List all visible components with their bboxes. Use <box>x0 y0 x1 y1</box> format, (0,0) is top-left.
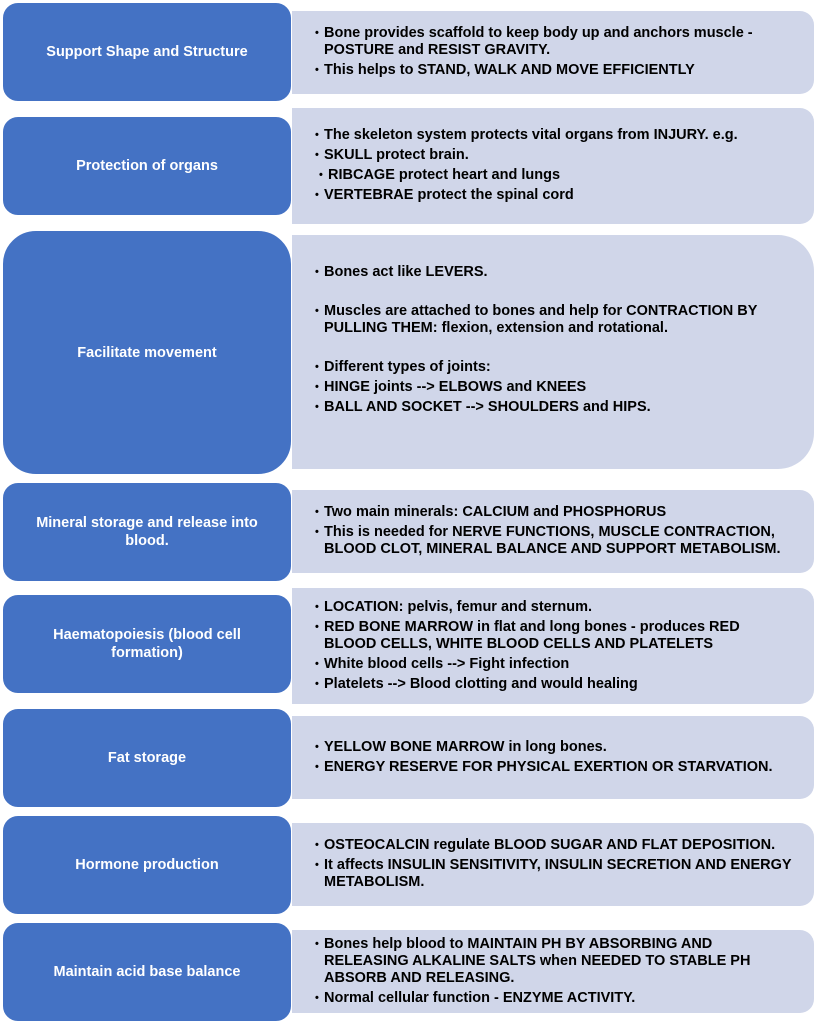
bullet-item: Different types of joints: <box>315 359 794 376</box>
bullet-item: ENERGY RESERVE FOR PHYSICAL EXERTION OR … <box>315 759 794 776</box>
row-label: Protection of organs <box>2 116 292 216</box>
bullet-item: RIBCAGE protect heart and lungs <box>319 167 794 184</box>
bullet-item: This helps to STAND, WALK AND MOVE EFFIC… <box>315 62 794 79</box>
row-content: OSTEOCALCIN regulate BLOOD SUGAR AND FLA… <box>292 823 814 906</box>
row-protection-of-organs: Protection of organs The skeleton system… <box>0 108 814 224</box>
row-haematopoiesis: Haematopoiesis (blood cell formation) LO… <box>0 588 814 704</box>
row-content: Bones help blood to MAINTAIN PH BY ABSOR… <box>292 930 814 1013</box>
bullet-item: It affects INSULIN SENSITIVITY, INSULIN … <box>315 857 794 891</box>
row-content: YELLOW BONE MARROW in long bones. ENERGY… <box>292 716 814 799</box>
bullet-item: SKULL protect brain. <box>315 147 794 164</box>
row-label: Facilitate movement <box>2 230 292 475</box>
bullet-item: Muscles are attached to bones and help f… <box>315 303 794 337</box>
row-support-shape-structure: Support Shape and Structure Bone provide… <box>0 2 814 102</box>
bullet-item: Normal cellular function - ENZYME ACTIVI… <box>315 990 794 1007</box>
row-content: Bone provides scaffold to keep body up a… <box>292 11 814 94</box>
row-label: Support Shape and Structure <box>2 2 292 102</box>
bullet-item: LOCATION: pelvis, femur and sternum. <box>315 599 794 616</box>
row-label: Mineral storage and release into blood. <box>2 482 292 582</box>
bullet-item: The skeleton system protects vital organ… <box>315 127 794 144</box>
bullet-item: Bone provides scaffold to keep body up a… <box>315 25 794 59</box>
bullet-item: YELLOW BONE MARROW in long bones. <box>315 739 794 756</box>
row-content: The skeleton system protects vital organ… <box>292 108 814 224</box>
bullet-item: RED BONE MARROW in flat and long bones -… <box>315 619 794 653</box>
row-label: Fat storage <box>2 708 292 808</box>
row-acid-base-balance: Maintain acid base balance Bones help bl… <box>0 922 814 1022</box>
bullet-item: White blood cells --> Fight infection <box>315 656 794 673</box>
row-facilitate-movement: Facilitate movement Bones act like LEVER… <box>0 230 814 475</box>
bullet-item: This is needed for NERVE FUNCTIONS, MUSC… <box>315 524 794 558</box>
bullet-item: HINGE joints --> ELBOWS and KNEES <box>315 379 794 396</box>
row-hormone-production: Hormone production OSTEOCALCIN regulate … <box>0 815 814 915</box>
bullet-item: Platelets --> Blood clotting and would h… <box>315 676 794 693</box>
row-fat-storage: Fat storage YELLOW BONE MARROW in long b… <box>0 708 814 808</box>
row-label: Maintain acid base balance <box>2 922 292 1022</box>
row-label: Hormone production <box>2 815 292 915</box>
bullet-item: VERTEBRAE protect the spinal cord <box>315 187 794 204</box>
row-mineral-storage: Mineral storage and release into blood. … <box>0 482 814 582</box>
bullet-item: Bones help blood to MAINTAIN PH BY ABSOR… <box>315 936 794 987</box>
bullet-item: Two main minerals: CALCIUM and PHOSPHORU… <box>315 504 794 521</box>
row-content: Two main minerals: CALCIUM and PHOSPHORU… <box>292 490 814 573</box>
row-content: Bones act like LEVERS. Muscles are attac… <box>292 235 814 469</box>
bullet-item: OSTEOCALCIN regulate BLOOD SUGAR AND FLA… <box>315 837 794 854</box>
bullet-item: BALL AND SOCKET --> SHOULDERS and HIPS. <box>315 399 794 416</box>
row-label: Haematopoiesis (blood cell formation) <box>2 594 292 694</box>
bullet-item: Bones act like LEVERS. <box>315 264 794 281</box>
row-content: LOCATION: pelvis, femur and sternum. RED… <box>292 588 814 704</box>
